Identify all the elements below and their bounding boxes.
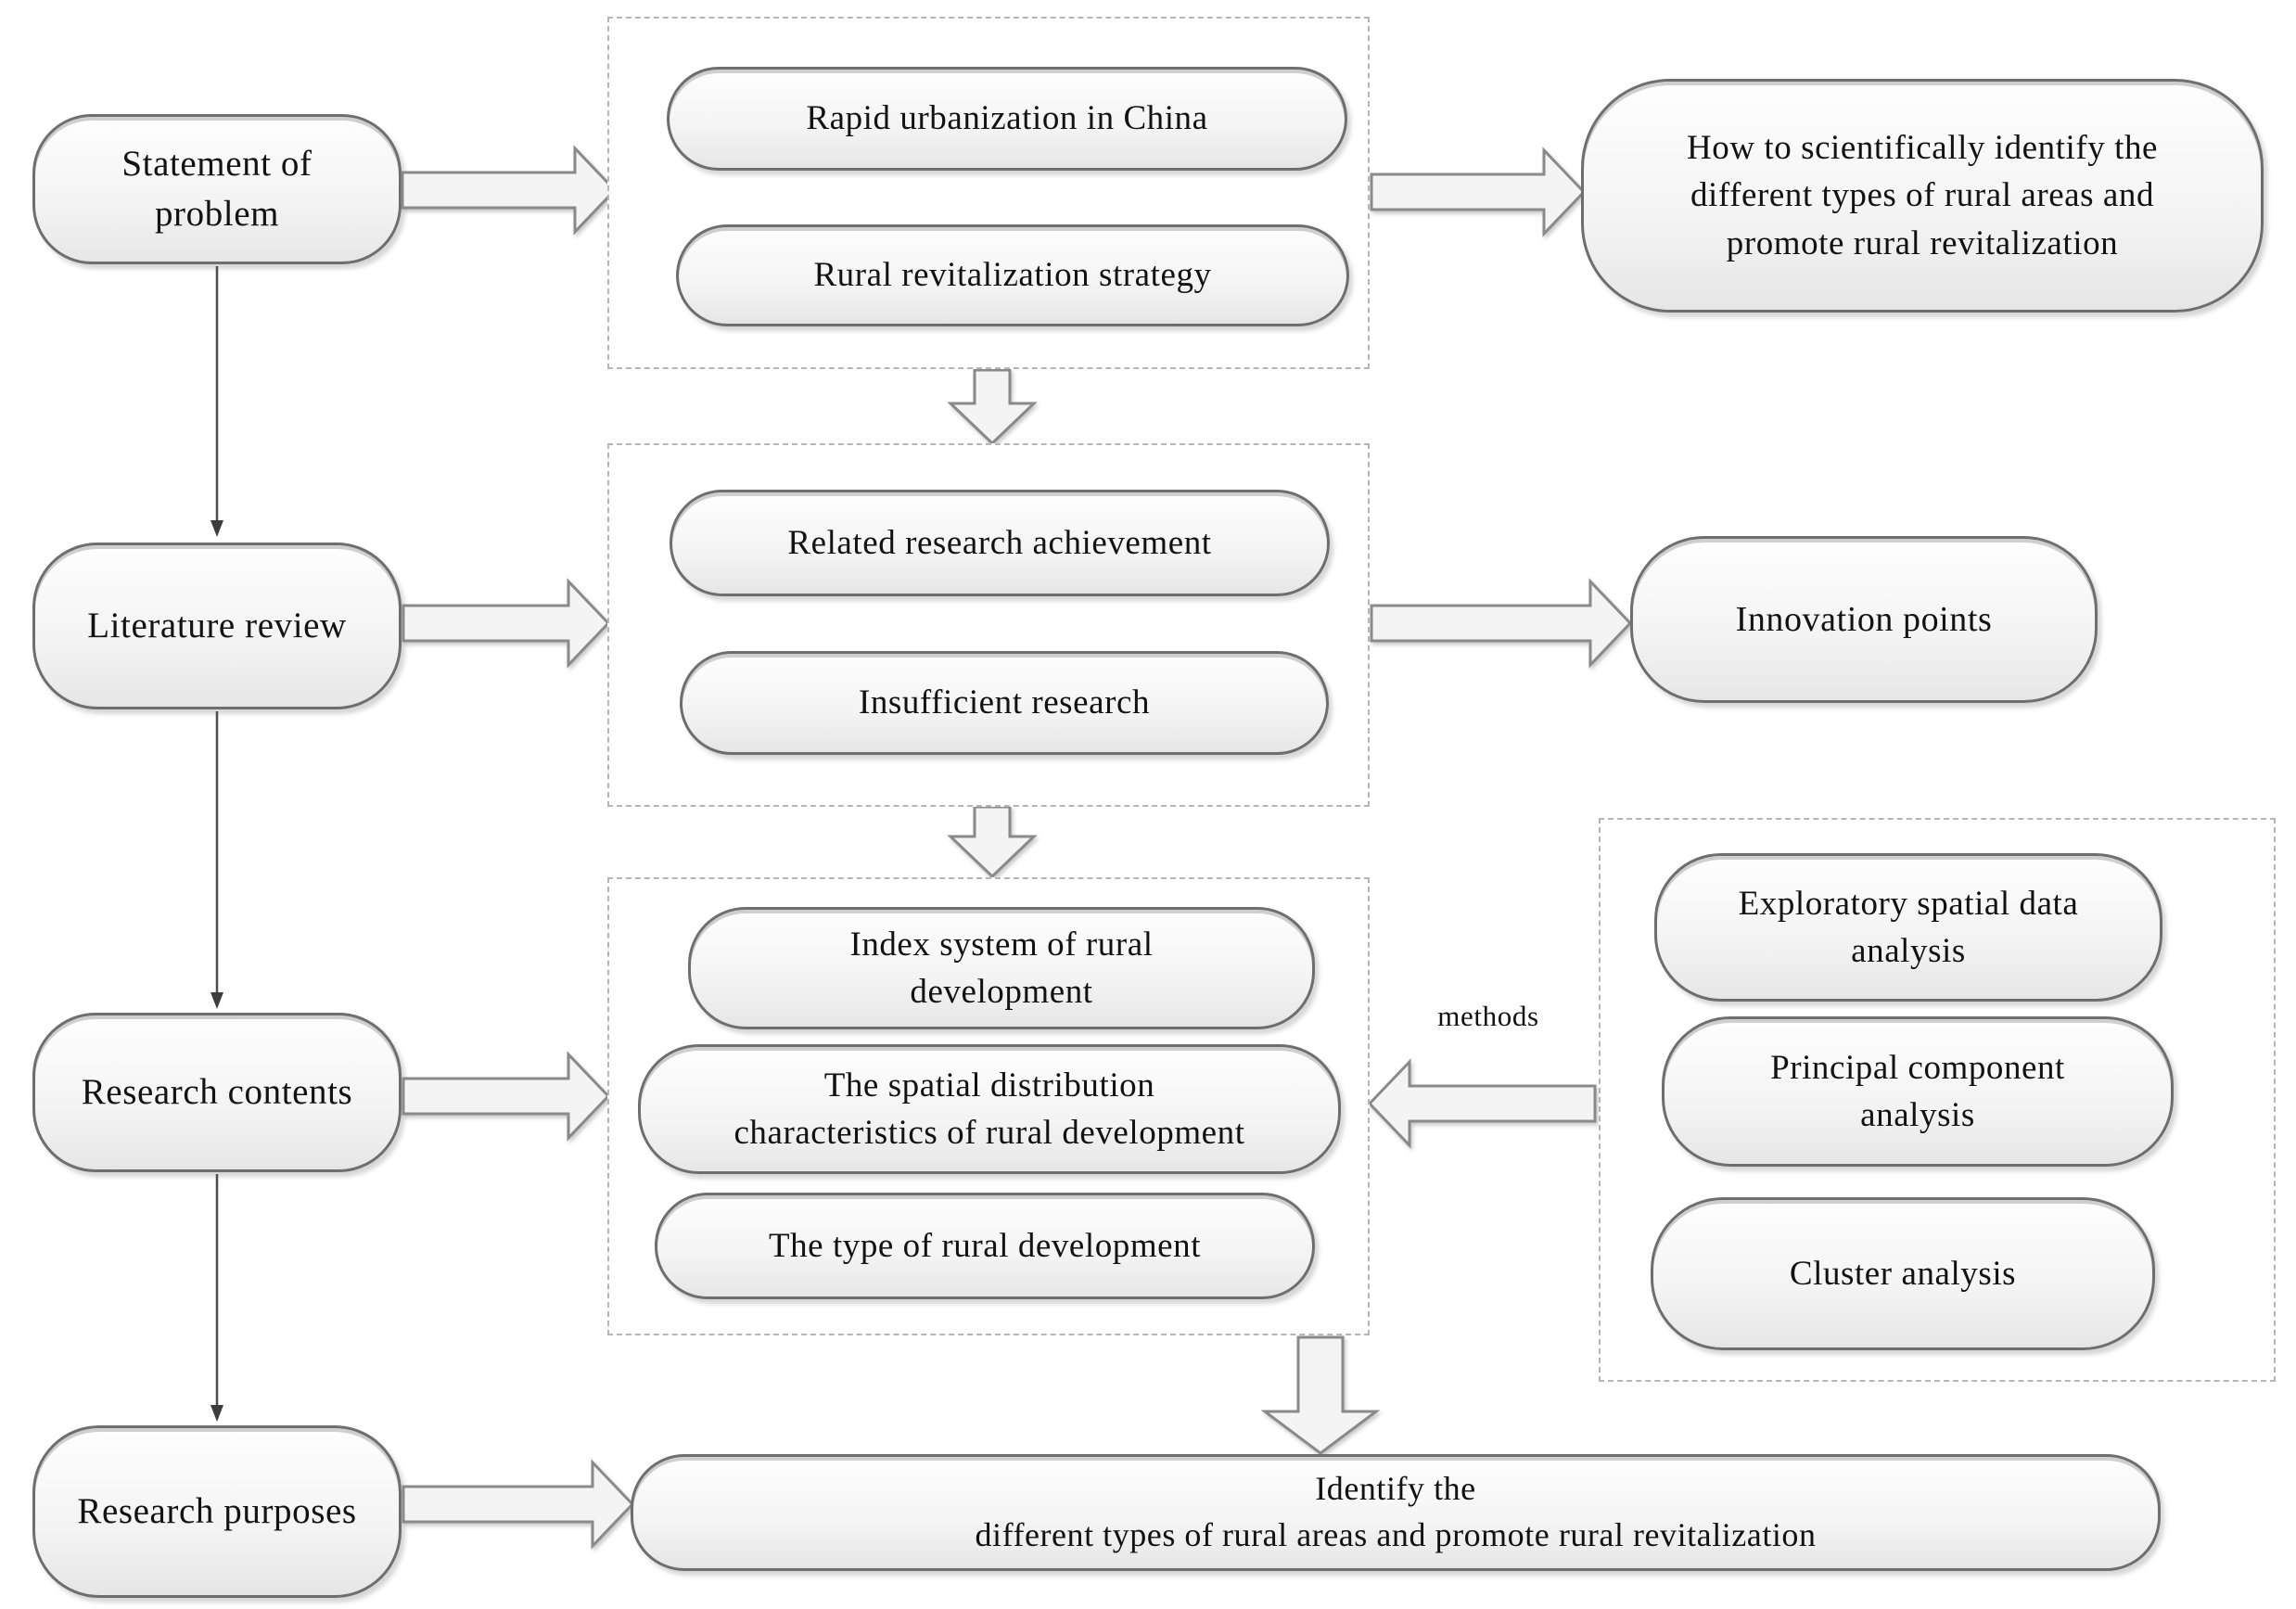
node-label-line: problem — [154, 194, 280, 234]
node-exploratory-spatial-data-analysis: Exploratory spatial data analysis — [1654, 853, 2162, 1002]
node-research-question: How to scientifically identify the diffe… — [1581, 79, 2264, 313]
node-research-purposes: Research purposes — [32, 1425, 402, 1598]
node-label-line: characteristics of rural development — [733, 1114, 1245, 1152]
node-related-research-achievement: Related research achievement — [670, 490, 1330, 596]
group-methods-background: Exploratory spatial data analysis Princi… — [1599, 818, 2276, 1382]
node-label-line: Literature review — [87, 606, 347, 646]
node-label-line: Rapid urbanization in China — [806, 99, 1208, 138]
node-research-contents: Research contents — [32, 1013, 402, 1172]
arrow-statement-to-problem-group — [401, 145, 618, 236]
node-purpose-outcome: Identify the different types of rural ar… — [631, 1454, 2161, 1571]
node-label-line: Innovation points — [1735, 599, 1993, 639]
node-label-line: Identify the — [1315, 1470, 1476, 1508]
node-label-line: different types of rural areas and — [1690, 176, 2154, 215]
arrow-review-group-to-innovation — [1370, 578, 1633, 669]
node-label-line: Statement of — [121, 144, 313, 185]
node-label-line: analysis — [1860, 1096, 1975, 1134]
arrow-review-group-to-contents-group — [947, 805, 1038, 879]
node-label-line: Insufficient research — [858, 683, 1150, 722]
arrow-statement-to-literature — [210, 266, 223, 537]
methods-arrow-label: methods — [1437, 1000, 1539, 1032]
node-principal-component-analysis: Principal component analysis — [1662, 1016, 2174, 1167]
node-label-line: analysis — [1851, 932, 1966, 970]
node-label-line: The type of rural development — [768, 1226, 1202, 1265]
node-cluster-analysis: Cluster analysis — [1651, 1197, 2155, 1350]
node-index-system: Index system of rural development — [688, 907, 1315, 1029]
node-spatial-distribution: The spatial distribution characteristics… — [638, 1044, 1341, 1174]
arrow-problem-group-to-question — [1370, 147, 1587, 237]
arrow-contents-group-to-outcome — [1261, 1335, 1380, 1455]
group-problem-background: Rapid urbanization in China Rural revita… — [607, 17, 1370, 369]
node-label-line: Principal component — [1770, 1048, 2065, 1087]
node-innovation-points: Innovation points — [1630, 536, 2098, 703]
node-insufficient-research: Insufficient research — [680, 651, 1329, 755]
node-label-line: Cluster analysis — [1789, 1254, 2017, 1293]
node-label-line: Index system of rural — [849, 925, 1154, 964]
arrow-methods-to-contents-group — [1367, 1058, 1597, 1149]
node-label-line: How to scientifically identify the — [1687, 129, 2158, 168]
node-label-line: Related research achievement — [787, 523, 1212, 562]
node-literature-review: Literature review — [32, 543, 402, 709]
node-label-line: different types of rural areas and promo… — [975, 1516, 1817, 1553]
arrow-contents-to-purposes — [210, 1174, 223, 1422]
node-statement-of-problem: Statement of problem — [32, 114, 402, 264]
node-label-line: Research contents — [81, 1072, 353, 1113]
group-contents-background: Index system of rural development The sp… — [607, 877, 1370, 1335]
node-rapid-urbanization: Rapid urbanization in China — [667, 67, 1347, 171]
arrow-purposes-to-outcome — [402, 1459, 635, 1550]
node-rural-revitalization-strategy: Rural revitalization strategy — [676, 224, 1349, 326]
arrow-literature-to-contents — [210, 711, 223, 1009]
node-label-line: promote rural revitalization — [1726, 223, 2119, 262]
node-label-line: The spatial distribution — [823, 1066, 1155, 1105]
node-type-of-rural-development: The type of rural development — [655, 1193, 1315, 1299]
group-literature-background: Related research achievement Insufficien… — [607, 443, 1370, 807]
arrow-literature-to-review-group — [402, 578, 611, 669]
node-label-line: Research purposes — [77, 1491, 357, 1532]
arrow-contents-to-contents-group — [402, 1051, 611, 1142]
node-label-line: Rural revitalization strategy — [813, 256, 1212, 295]
node-label-line: development — [910, 973, 1093, 1011]
node-label-line: Exploratory spatial data — [1738, 884, 2079, 923]
arrow-problem-group-to-review-group — [947, 368, 1038, 446]
